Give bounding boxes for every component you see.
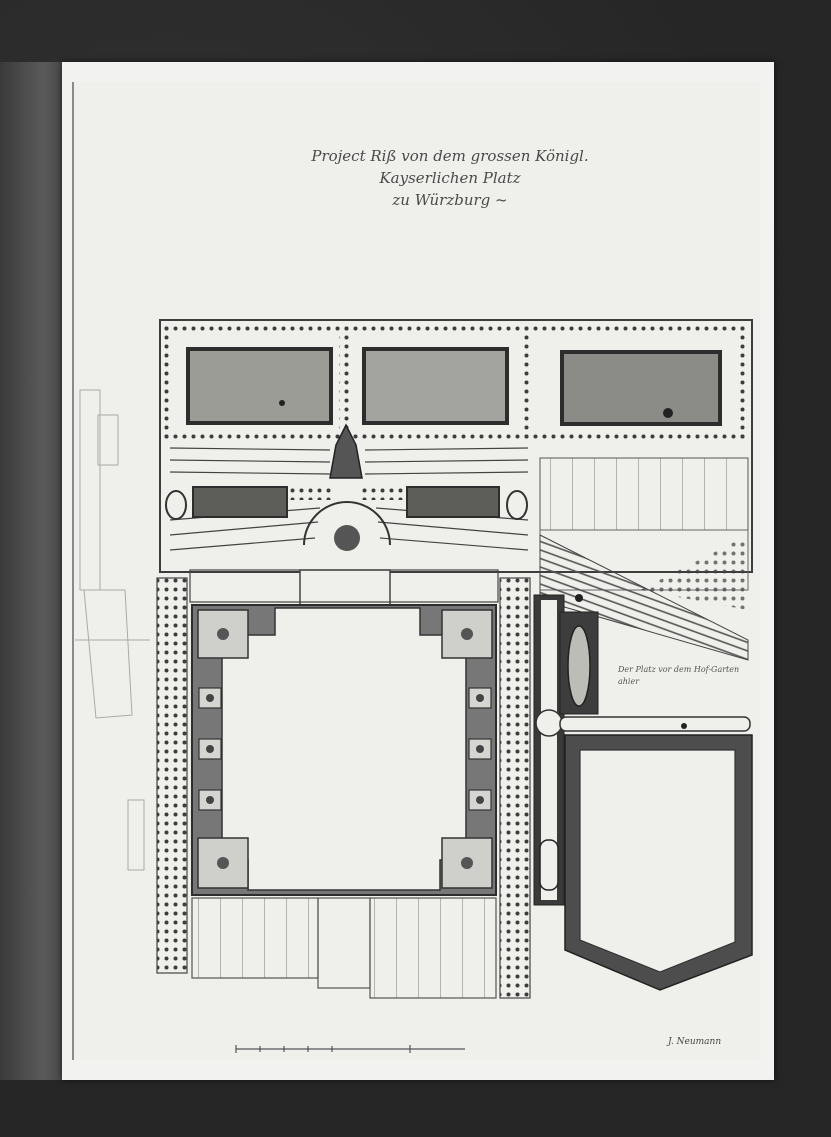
- diagonal-allee: [539, 534, 749, 661]
- scale-bar: [235, 1045, 465, 1053]
- title-line-1: Project Riß von dem grossen Königl. Kays…: [311, 147, 589, 187]
- basin-left: [186, 347, 333, 425]
- left-margin-sketches: [75, 389, 150, 871]
- central-lawn: [221, 607, 467, 891]
- adjacent-page-edge: [0, 62, 62, 1080]
- main-parterre: [156, 569, 531, 999]
- basin-center: [362, 347, 509, 425]
- central-fountain: [329, 423, 363, 479]
- upper-garden: [159, 319, 753, 661]
- pentagonal-field: [579, 749, 736, 973]
- side-annotation: Der Platz vor dem Hof-Garten ahier: [618, 665, 740, 686]
- signature: J. Neumann: [668, 1037, 722, 1047]
- basin-right: [560, 350, 722, 426]
- title-line-2: zu Würzburg ~: [392, 191, 508, 209]
- right-canal: [533, 594, 753, 991]
- drawing-title: Project Riß von dem grossen Königl. Kays…: [290, 145, 610, 211]
